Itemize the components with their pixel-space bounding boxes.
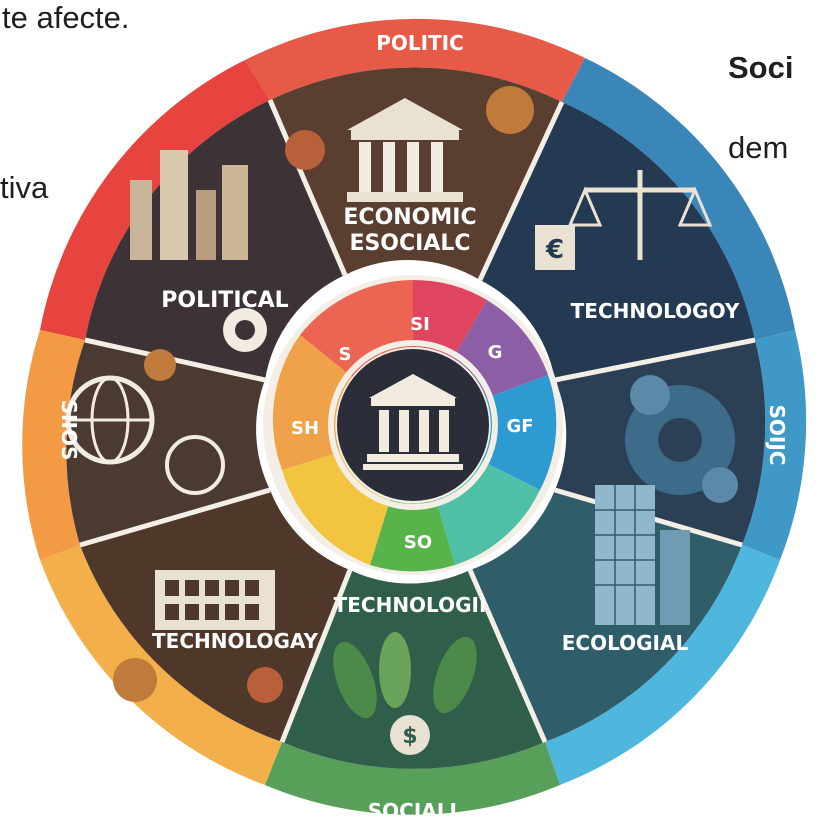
segment-label-technology-bottom: TECHNOLOGII xyxy=(334,593,487,617)
svg-text:€: € xyxy=(545,235,564,265)
outer-ring xyxy=(22,18,807,815)
outer-ring-left-arc xyxy=(22,330,86,560)
segment-label-technology-upper-right: TECHNOLOGOY xyxy=(571,299,740,323)
background-text-right-bold: Soci xyxy=(728,50,794,85)
outer-label-right: SOIJC xyxy=(765,405,789,466)
segment-label-political: POLITICAL xyxy=(161,288,288,313)
outer-label-left: SIIOS xyxy=(57,400,81,461)
segment-label-ecological: ECOLOGIAL xyxy=(562,631,689,655)
inner-label-upper-left: S xyxy=(339,344,352,365)
gear-cluster-icon xyxy=(625,375,738,503)
center-bank-icon xyxy=(363,374,463,470)
segment-left xyxy=(66,340,270,545)
inner-label-bottom: SO xyxy=(404,532,432,553)
bank-building-icon xyxy=(285,86,534,202)
segment-dividers xyxy=(79,99,756,743)
inner-ring-upper-left xyxy=(300,280,413,377)
outer-label-top: POLITIC xyxy=(376,31,464,55)
inner-label-left: SH xyxy=(291,418,319,439)
inner-ring-bottom xyxy=(370,500,455,572)
inner-ring-right xyxy=(482,375,557,490)
background-text-left: tiva xyxy=(0,170,49,205)
outer-ring-right-arc xyxy=(742,330,807,560)
background-text-right: dem xyxy=(728,130,789,165)
city-skyline-icon xyxy=(130,150,267,352)
inner-ring-lower-left xyxy=(282,452,390,565)
justice-scale-icon: € xyxy=(535,170,713,270)
segment-bottom xyxy=(282,570,545,769)
segment-label-technology-lower-left: TECHNOLOGAY xyxy=(152,629,318,653)
leaves-icon: $ xyxy=(333,632,477,755)
outer-ring-top-arc xyxy=(245,18,585,103)
segment-upper-right xyxy=(480,102,755,380)
outer-label-bottom: SOCIALL xyxy=(368,799,463,823)
inner-label-upper-right: G xyxy=(488,342,503,363)
skyscraper-icon xyxy=(595,485,690,625)
segment-label-economic: ECONOMIC xyxy=(343,205,476,230)
outer-ring-bottom-arc xyxy=(265,742,560,815)
svg-text:$: $ xyxy=(402,724,417,749)
inner-ring xyxy=(263,275,563,575)
outer-ring-top-right-arc xyxy=(562,58,795,340)
segment-label-esocialc: ESOCIALC xyxy=(349,231,470,256)
inner-label-right: GF xyxy=(506,416,533,437)
factory-icon xyxy=(113,570,283,703)
outer-ring-lower-right-arc xyxy=(545,545,780,785)
outer-ring-lower-left-arc xyxy=(40,545,282,785)
inner-ring-top xyxy=(413,279,487,358)
inner-label-top: SI xyxy=(410,314,430,335)
globe-icon xyxy=(65,349,225,495)
background-text-top-left: te afecte. xyxy=(2,0,130,35)
outer-ring-top-left-arc xyxy=(40,60,270,340)
